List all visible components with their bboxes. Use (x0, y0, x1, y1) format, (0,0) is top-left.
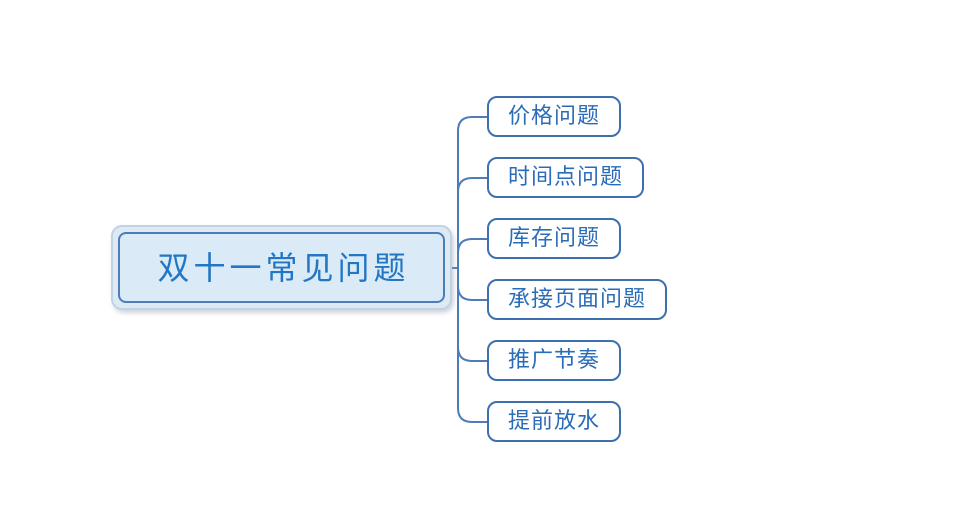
connector-child-2 (457, 177, 489, 193)
connector-child-4 (457, 285, 489, 301)
child-topic-6-label: 提前放水 (508, 408, 601, 434)
child-topic-5-label: 推广节奏 (508, 347, 601, 373)
root-topic-label: 双十一常见问题 (157, 248, 410, 287)
child-topic-6[interactable]: 提前放水 (487, 401, 622, 442)
connector-child-5 (457, 346, 489, 362)
child-topic-1[interactable]: 价格问题 (487, 96, 622, 137)
root-topic-box: 双十一常见问题 (118, 232, 445, 303)
child-topic-2-label: 时间点问题 (508, 164, 624, 190)
child-topic-4-label: 承接页面问题 (508, 286, 647, 312)
root-topic[interactable]: 双十一常见问题 (111, 225, 452, 310)
connector-child-3 (457, 238, 489, 254)
child-topic-4[interactable]: 承接页面问题 (487, 279, 668, 320)
child-topic-2[interactable]: 时间点问题 (487, 157, 645, 198)
child-topic-5[interactable]: 推广节奏 (487, 340, 622, 381)
connector-child-1 (457, 116, 489, 132)
connector-child-6 (457, 407, 489, 423)
child-topic-1-label: 价格问题 (508, 103, 601, 129)
child-topic-3[interactable]: 库存问题 (487, 218, 622, 259)
child-topic-3-label: 库存问题 (508, 225, 601, 251)
